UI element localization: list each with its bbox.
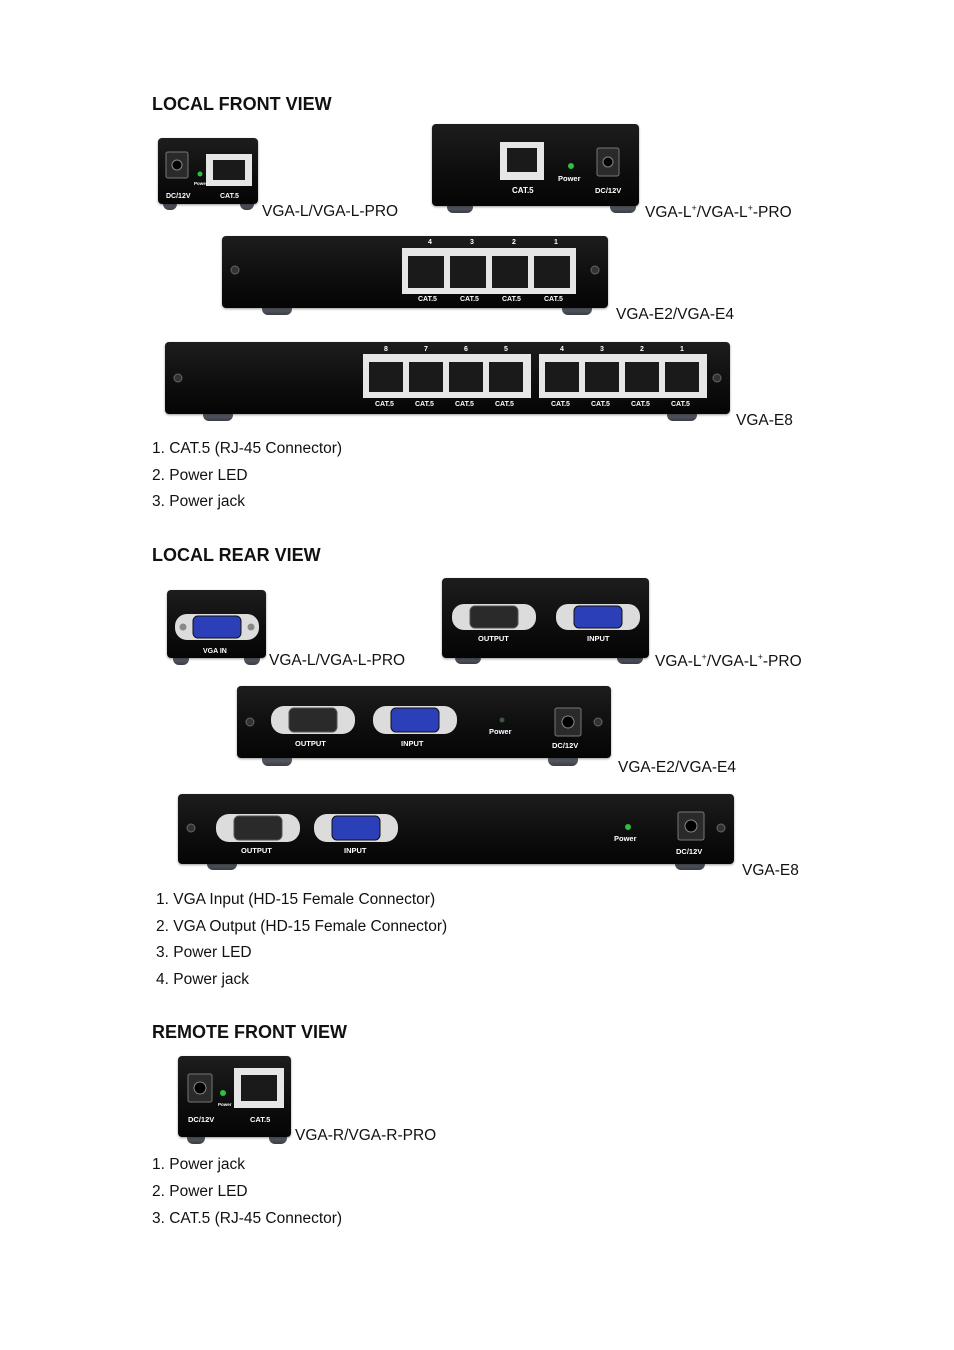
cat5-label: CAT.5 xyxy=(375,401,394,408)
section-heading-local-front: LOCAL FRONT VIEW xyxy=(152,94,332,114)
output-label: OUTPUT xyxy=(295,739,326,748)
port-number: 7 xyxy=(424,346,428,353)
caption-sup: + xyxy=(701,652,707,662)
caption-sup: + xyxy=(757,652,763,662)
port-number: 3 xyxy=(470,239,474,246)
input-label: INPUT xyxy=(587,634,610,643)
caption-vga-r-front: VGA-R/VGA-R-PRO xyxy=(295,1127,437,1144)
port-number: 5 xyxy=(504,346,508,353)
list-item: 2. Power LED xyxy=(152,467,248,484)
cat5-label: CAT.5 xyxy=(455,401,474,408)
list-item: 1. CAT.5 (RJ-45 Connector) xyxy=(152,440,343,457)
caption-vga-e8-rear: VGA-E8 xyxy=(742,862,799,879)
vga-in-label: VGA IN xyxy=(203,648,227,655)
cat5-label: CAT.5 xyxy=(502,296,521,303)
caption-vga-e2-front: VGA-E2/VGA-E4 xyxy=(616,306,735,323)
caption-part: -PRO xyxy=(762,653,802,671)
port-number: 8 xyxy=(384,346,388,353)
cat5-label: CAT.5 xyxy=(591,401,610,408)
cat5-label: CAT.5 xyxy=(551,401,570,408)
caption-vga-e2-rear: VGA-E2/VGA-E4 xyxy=(618,759,737,776)
port-number: 3 xyxy=(600,346,604,353)
list-item: 2. Power LED xyxy=(152,1183,248,1200)
input-label: INPUT xyxy=(401,739,424,748)
dc12v-label: DC/12V xyxy=(166,193,191,200)
port-number: 4 xyxy=(560,346,564,353)
port-number: 1 xyxy=(680,346,684,353)
port-number: 2 xyxy=(512,239,516,246)
cat5-label: CAT.5 xyxy=(418,296,437,303)
caption-part: /VGA-L xyxy=(706,653,758,671)
caption-vga-lplus-rear: VGA-L+/VGA-L+-PRO xyxy=(655,652,802,671)
caption-vga-l-front: VGA-L/VGA-L-PRO xyxy=(262,203,399,220)
dc12v-label: DC/12V xyxy=(595,186,621,195)
port-number: 6 xyxy=(464,346,468,353)
caption-part: /VGA-L xyxy=(696,204,748,222)
output-label: OUTPUT xyxy=(241,846,272,855)
list-item: 3. CAT.5 (RJ-45 Connector) xyxy=(152,1210,343,1227)
power-label: Power xyxy=(558,174,581,183)
caption-part: VGA-L xyxy=(645,204,692,222)
list-item: 1. Power jack xyxy=(152,1156,246,1173)
caption-sup: + xyxy=(691,203,697,213)
power-label: Power xyxy=(218,1102,232,1107)
caption-vga-l-rear: VGA-L/VGA-L-PRO xyxy=(269,652,406,669)
power-label: Power xyxy=(489,727,512,736)
list-item: 1. VGA Input (HD-15 Female Connector) xyxy=(156,891,436,908)
cat5-label: CAT.5 xyxy=(250,1115,270,1124)
cat5-label: CAT.5 xyxy=(495,401,514,408)
port-number: 4 xyxy=(428,239,432,246)
section-heading-remote-front: REMOTE FRONT VIEW xyxy=(152,1022,347,1042)
cat5-label: CAT.5 xyxy=(512,186,534,195)
input-label: INPUT xyxy=(344,846,367,855)
list-item: 2. VGA Output (HD-15 Female Connector) xyxy=(156,918,448,935)
port-number: 2 xyxy=(640,346,644,353)
section-heading-local-rear: LOCAL REAR VIEW xyxy=(152,545,321,565)
cat5-label: CAT.5 xyxy=(671,401,690,408)
port-number: 1 xyxy=(554,239,558,246)
power-label: Power xyxy=(614,834,637,843)
cat5-label: CAT.5 xyxy=(544,296,563,303)
caption-part: -PRO xyxy=(752,204,792,222)
caption-sup: + xyxy=(747,203,753,213)
dc12v-label: DC/12V xyxy=(676,847,702,856)
cat5-label: CAT.5 xyxy=(220,193,239,200)
dc12v-label: DC/12V xyxy=(552,741,578,750)
cat5-label: CAT.5 xyxy=(460,296,479,303)
caption-vga-lplus-front: VGA-L+/VGA-L+-PRO xyxy=(645,203,792,222)
caption-vga-e8-front: VGA-E8 xyxy=(736,412,793,429)
power-label: Power xyxy=(194,181,208,186)
list-item: 4. Power jack xyxy=(156,971,250,988)
caption-part: VGA-L xyxy=(655,653,702,671)
output-label: OUTPUT xyxy=(478,634,509,643)
list-item: 3. Power LED xyxy=(156,944,252,961)
dc12v-label: DC/12V xyxy=(188,1115,214,1124)
list-item: 3. Power jack xyxy=(152,493,246,510)
cat5-label: CAT.5 xyxy=(415,401,434,408)
cat5-label: CAT.5 xyxy=(631,401,650,408)
